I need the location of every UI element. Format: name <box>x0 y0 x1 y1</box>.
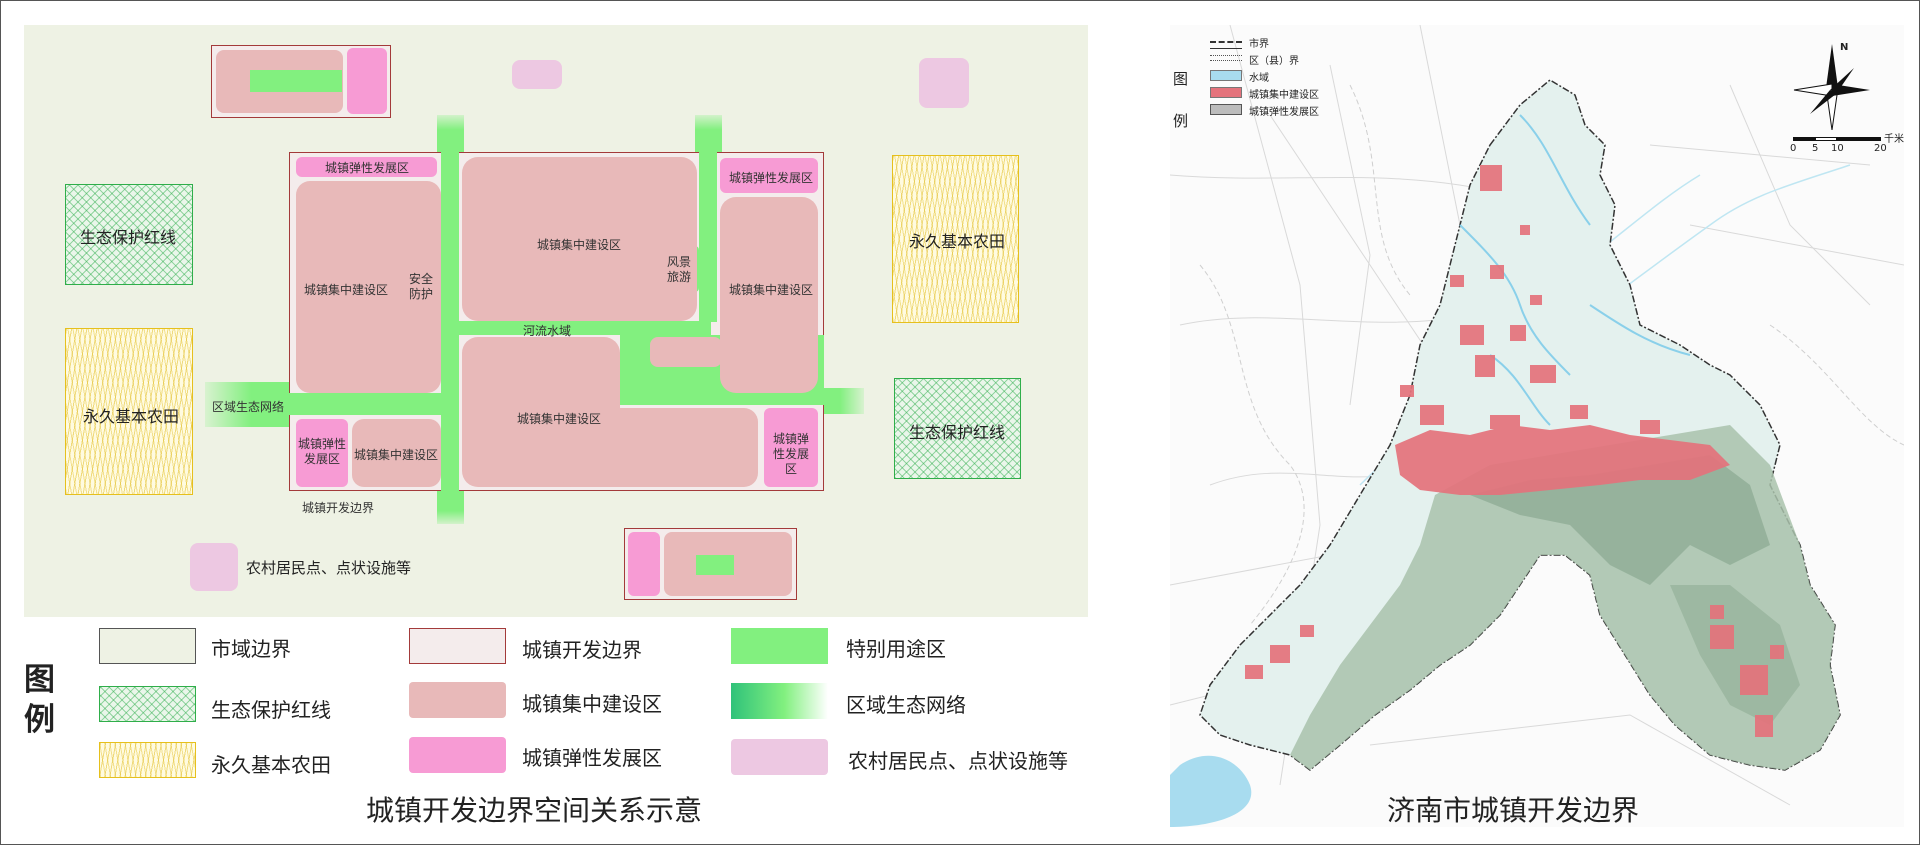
map-legend-swatch-conc <box>1210 87 1242 98</box>
green-corridor-horizontal <box>289 393 441 415</box>
map-legend-label-city: 市界 <box>1249 39 1269 50</box>
elastic-area-top-label: 城镇弹性发展区 <box>325 161 410 175</box>
map-legend-swatch-city <box>1210 41 1242 49</box>
regional-eco-network-label: 区域生态网络 <box>212 400 285 414</box>
green-corridor-vertical-right <box>699 152 717 322</box>
map-svg <box>1170 25 1904 827</box>
farmland-right-label: 永久基本农田 <box>909 232 1006 251</box>
map-legend-swatch-water <box>1210 70 1242 81</box>
concentrated-area-center-top <box>462 157 697 321</box>
elastic-area-bottom-left-label: 城镇弹性发展区 <box>298 437 347 466</box>
diagram-caption: 城镇开发边界空间关系示意 <box>366 794 703 827</box>
legend-swatch-farm <box>99 742 196 778</box>
scale-tick-10: 10 <box>1831 143 1844 154</box>
dev-boundary-label: 城镇开发边界 <box>302 501 375 515</box>
legend-label-elas: 城镇弹性发展区 <box>522 746 662 770</box>
elastic-area-block <box>628 532 660 596</box>
green-stub-top-right <box>695 115 722 152</box>
north-label: N <box>1840 42 1849 53</box>
river-water <box>441 321 711 335</box>
farmland-left <box>65 328 193 495</box>
legend-swatch-rural <box>731 739 828 775</box>
legend-label-regeco: 区域生态网络 <box>846 693 966 717</box>
concentrated-area-notch <box>650 337 722 367</box>
map-legend-label-water: 水域 <box>1249 73 1269 84</box>
legend-swatch-city <box>99 628 196 664</box>
legend-swatch-devbound <box>409 628 506 664</box>
map-caption: 济南市城镇开发边界 <box>1387 794 1640 827</box>
legend-swatch-conc <box>409 682 506 718</box>
green-stub-east <box>824 388 864 414</box>
legend-label-special: 特别用途区 <box>846 637 946 661</box>
elastic-area-top-right <box>720 158 818 193</box>
diagram-legend-title: 图例 <box>24 662 55 738</box>
legend-label-conc: 城镇集中建设区 <box>522 692 662 716</box>
regional-eco-network <box>205 382 289 427</box>
map-panel <box>1170 25 1904 827</box>
scale-tick-5: 5 <box>1812 143 1819 154</box>
concentrated-area-left <box>296 181 441 393</box>
elastic-area-bottom-right-label: 城镇弹性发展区 <box>772 432 809 476</box>
map-legend-label-conc: 城镇集中建设区 <box>1249 90 1319 101</box>
concentrated-area-right <box>720 197 818 393</box>
concentrated-area-small <box>352 419 441 487</box>
map-legend-title: 图例 <box>1173 70 1189 130</box>
special-use-strip <box>250 70 342 92</box>
eco-protection-left <box>65 184 193 285</box>
eco-protection-right-label: 生态保护红线 <box>909 423 1006 442</box>
elastic-area-bottom-right <box>764 408 818 487</box>
map-legend-label-district: 区（县）界 <box>1249 56 1299 67</box>
legend-swatch-special <box>731 628 828 664</box>
map-legend-label-elastic: 城镇弹性发展区 <box>1249 107 1319 118</box>
scale-unit: 千米 <box>1884 134 1904 145</box>
elastic-area-top <box>296 157 437 177</box>
legend-swatch-elas <box>409 737 506 773</box>
green-stub-bottom <box>437 491 464 524</box>
concentrated-area-small-label: 城镇集中建设区 <box>354 448 439 462</box>
eco-protection-right <box>894 378 1021 479</box>
special-use-strip <box>696 555 734 575</box>
scale-bar <box>1793 137 1881 141</box>
rural-settlement-label: 农村居民点、点状设施等 <box>246 559 412 577</box>
green-stub-top-left <box>437 115 464 152</box>
eco-protection-left-label: 生态保护红线 <box>80 228 177 247</box>
scale-tick-0: 0 <box>1790 143 1797 154</box>
legend-label-rural: 农村居民点、点状设施等 <box>848 749 1068 773</box>
safety-protection-label: 安全防护 <box>408 272 433 301</box>
farmland-left-label: 永久基本农田 <box>83 407 180 426</box>
legend-swatch-regeco <box>731 683 828 719</box>
elastic-area-bottom-left <box>296 419 348 487</box>
rural-settlement <box>190 543 238 591</box>
concentrated-area-center-bottom-label: 城镇集中建设区 <box>517 412 602 426</box>
rural-settlement <box>919 58 969 108</box>
legend-label-farm: 永久基本农田 <box>211 753 331 777</box>
north-arrow-icon <box>1793 44 1870 130</box>
legend-swatch-eco <box>99 686 196 722</box>
legend-label-eco: 生态保护红线 <box>211 698 331 722</box>
scale-bar-segment <box>1815 137 1837 141</box>
concentrated-area-left-label: 城镇集中建设区 <box>304 283 389 297</box>
scenic-tourism-label: 风景旅游 <box>666 255 691 284</box>
map-legend-swatch-elastic <box>1210 104 1242 115</box>
elastic-area-block <box>347 48 387 114</box>
farmland-right <box>892 155 1019 323</box>
rural-settlement <box>512 60 562 89</box>
elastic-area-top-right-label: 城镇弹性发展区 <box>729 171 814 185</box>
concentrated-area-center-top-label: 城镇集中建设区 <box>537 238 622 252</box>
concentrated-area-right-label: 城镇集中建设区 <box>729 283 814 297</box>
legend-label-city: 市域边界 <box>211 637 291 661</box>
legend-label-devbound: 城镇开发边界 <box>522 638 642 662</box>
river-water-label: 河流水域 <box>523 324 572 338</box>
scale-tick-20: 20 <box>1874 143 1887 154</box>
concentrated-area-center-bottom-ext <box>560 408 758 487</box>
map-legend-swatch-district <box>1210 55 1242 61</box>
